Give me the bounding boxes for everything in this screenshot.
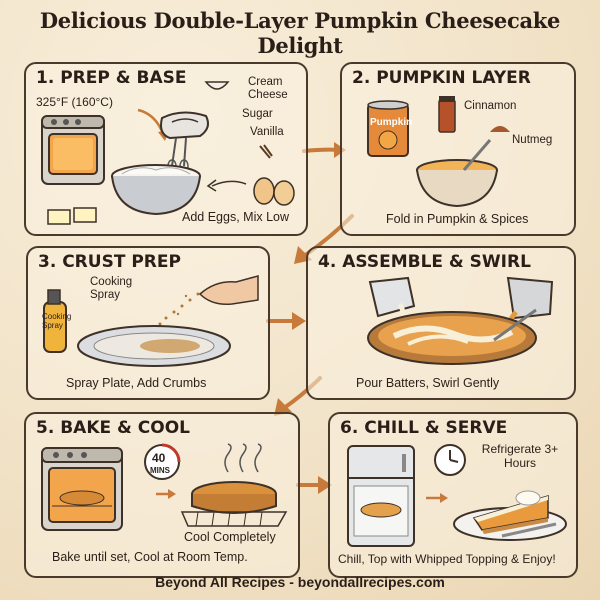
- step-1-panel: 1. PREP & BASE 325°F (160°C) Cream Chees…: [24, 62, 308, 236]
- hand-icon: [198, 275, 259, 306]
- oven-icon: [41, 447, 123, 531]
- page-title: Delicious Double-Layer Pumpkin Cheesecak…: [39, 8, 561, 58]
- ingredient-cream-cheese: Cream Cheese: [248, 76, 288, 101]
- pie-slice-icon: [453, 490, 567, 541]
- step-title: 3. CRUST PREP: [38, 252, 181, 272]
- mixer-icon: [160, 111, 209, 173]
- step-caption: Bake until set, Cool at Room Temp.: [52, 550, 248, 564]
- curved-arrow-icon: [206, 179, 247, 192]
- ingredient-nutmeg: Nutmeg: [512, 134, 553, 146]
- step-caption: Spray Plate, Add Crumbs: [66, 376, 207, 390]
- spray-bottle-icon: [43, 289, 67, 353]
- spoon-icon: [462, 139, 492, 171]
- timer-value: 40: [152, 451, 166, 465]
- step-caption: Add Eggs, Mix Low: [182, 210, 289, 224]
- step-caption: Fold in Pumpkin & Spices: [386, 212, 529, 226]
- oven-icon: [41, 115, 105, 185]
- fridge-icon: [347, 445, 415, 547]
- eggs-icon: [253, 177, 295, 206]
- arrow-3-to-4: [266, 312, 306, 330]
- step-caption: Chill, Top with Whipped Topping & Enjoy!: [338, 552, 556, 566]
- vanilla-icon: [259, 144, 273, 159]
- oven-temperature: 325°F (160°C): [36, 95, 113, 109]
- bowl-icon: [416, 159, 498, 208]
- step-title: 2. PUMPKIN LAYER: [352, 68, 531, 88]
- spray-label: Cooking Spray: [90, 276, 133, 301]
- bottle-label: Cooking Spray: [42, 312, 72, 330]
- step-2-panel: 2. PUMPKIN LAYER Pumpkin Cinnamon Nutmeg…: [340, 62, 576, 236]
- step-title: 1. PREP & BASE: [36, 68, 187, 88]
- timer-icon: [144, 443, 181, 480]
- can-label: Pumpkin: [370, 117, 413, 128]
- arrow-icon: [156, 489, 176, 499]
- step-5-panel: 5. BAKE & COOL 40 MINS Cool Completely B…: [24, 412, 300, 578]
- arrow-5-to-6: [296, 476, 332, 494]
- steam-icon: [224, 443, 262, 473]
- step-3-panel: 3. CRUST PREP Cooking Spray Cooking Spra…: [26, 246, 270, 400]
- pumpkin-can-icon: [367, 100, 409, 157]
- step-4-panel: 4. ASSEMBLE & SWIRL Pour Batters, Swirl …: [306, 246, 576, 400]
- step-6-panel: 6. CHILL & SERVE Refrigerate 3+ Hours Ch…: [328, 412, 578, 578]
- spice-jar-icon: [438, 96, 456, 133]
- step-title: 4. ASSEMBLE & SWIRL: [318, 252, 531, 272]
- fridge-note: Refrigerate 3+ Hours: [481, 442, 559, 470]
- spoon-icon: [493, 308, 537, 342]
- cream-cheese-bowl-icon: [204, 81, 230, 90]
- arrow-icon: [426, 493, 448, 503]
- step-title: 6. CHILL & SERVE: [340, 418, 508, 438]
- bowl-icon: [111, 164, 201, 216]
- footer-credit: Beyond All Recipes - beyondallrecipes.co…: [155, 574, 445, 590]
- nutmeg-icon: [490, 126, 510, 132]
- cool-caption: Cool Completely: [184, 530, 276, 544]
- timer-unit: MINS: [150, 466, 170, 475]
- ingredient-cinnamon: Cinnamon: [464, 100, 517, 112]
- ingredient-vanilla: Vanilla: [250, 126, 284, 138]
- step-title: 5. BAKE & COOL: [36, 418, 190, 438]
- butter-icon: [47, 207, 97, 225]
- ingredient-sugar: Sugar: [242, 108, 273, 120]
- clock-icon: [434, 444, 466, 476]
- cooling-rack-icon: [180, 481, 288, 527]
- step-caption: Pour Batters, Swirl Gently: [356, 376, 500, 390]
- crumbs-icon: [158, 292, 200, 326]
- fork-icon: [501, 522, 557, 538]
- pie-plate-icon: [77, 325, 231, 367]
